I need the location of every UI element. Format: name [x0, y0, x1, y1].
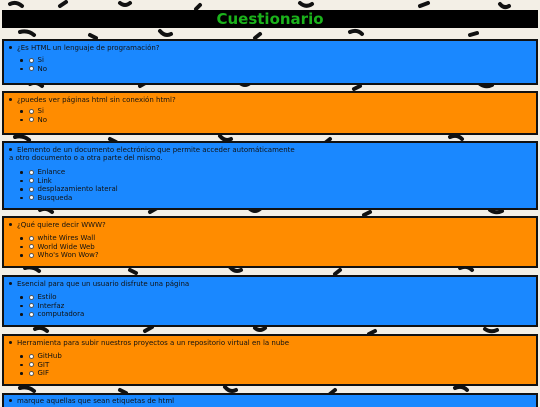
answer-option[interactable]: Who's Won Wow? — [20, 251, 99, 260]
option-label: Si — [37, 107, 44, 116]
radio-button[interactable] — [28, 353, 34, 359]
radio-button[interactable] — [28, 66, 34, 72]
bullet-icon — [9, 340, 12, 344]
option-label: computadora — [37, 310, 85, 319]
radio-button[interactable] — [28, 108, 34, 114]
bullet-icon — [20, 118, 23, 121]
option-label: Busqueda — [37, 193, 73, 202]
radio-button[interactable] — [28, 57, 34, 63]
bullet-icon — [20, 171, 23, 174]
question-card: ¿Es HTML un lenguaje de programación? Si… — [2, 39, 538, 85]
answer-option[interactable]: No — [20, 116, 47, 125]
bullet-icon — [20, 188, 23, 191]
answer-option[interactable]: desplazamiento lateral — [20, 185, 118, 194]
bullet-icon — [20, 179, 23, 182]
bullet-icon — [9, 222, 12, 226]
question-text: marque aquellas que sean etiquetas de ht… — [17, 397, 175, 405]
option-label: Enlance — [37, 168, 66, 177]
answer-option[interactable]: GIT — [20, 361, 62, 370]
question-card: Elemento de un documento electrónico que… — [2, 141, 538, 210]
bullet-icon — [20, 355, 23, 358]
question-text: Elemento de un documento electrónico que… — [9, 146, 295, 162]
option-label: Who's Won Wow? — [37, 251, 99, 260]
answer-option[interactable]: Link — [20, 177, 118, 186]
radio-button[interactable] — [28, 169, 34, 175]
option-label: World Wide Web — [37, 242, 95, 251]
bullet-icon — [9, 398, 12, 402]
radio-button[interactable] — [28, 311, 34, 317]
radio-button[interactable] — [28, 195, 34, 201]
answer-option[interactable]: Si — [20, 107, 47, 116]
question-card: ¿puedes ver páginas html sin conexión ht… — [2, 91, 538, 135]
bullet-icon — [20, 237, 23, 240]
radio-button[interactable] — [28, 303, 34, 309]
answer-option[interactable]: white Wires Wall — [20, 234, 99, 243]
bullet-icon — [20, 110, 23, 113]
options-list: Si No — [20, 107, 47, 124]
answer-option[interactable]: World Wide Web — [20, 243, 99, 252]
bullet-icon — [9, 281, 12, 285]
option-label: GitHub — [37, 352, 62, 361]
radio-button[interactable] — [28, 294, 34, 300]
answer-option[interactable]: Interfaz — [20, 302, 84, 311]
radio-button[interactable] — [28, 178, 34, 184]
bullet-icon — [20, 296, 23, 299]
option-label: Estilo — [37, 293, 57, 302]
option-label: Link — [37, 176, 52, 185]
bullet-icon — [20, 245, 23, 248]
radio-button[interactable] — [28, 186, 34, 192]
option-label: No — [37, 115, 48, 124]
bullet-icon — [9, 97, 12, 101]
radio-button[interactable] — [28, 244, 34, 250]
bullet-icon — [9, 147, 12, 151]
radio-button[interactable] — [28, 370, 34, 376]
bullet-icon — [20, 59, 23, 62]
radio-button[interactable] — [28, 362, 34, 368]
page-title: Cuestionario — [2, 10, 538, 28]
bullet-icon — [20, 254, 23, 257]
options-list: Si No — [20, 56, 47, 73]
bullet-icon — [20, 196, 23, 199]
question-card: Herramienta para subir nuestros proyecto… — [2, 334, 538, 386]
answer-option[interactable]: GIF — [20, 369, 62, 378]
bullet-icon — [20, 313, 23, 316]
answer-option[interactable]: No — [20, 65, 47, 74]
option-label: GIT — [37, 360, 50, 369]
radio-button[interactable] — [28, 252, 34, 258]
answer-option[interactable]: Si — [20, 56, 47, 65]
answer-option[interactable]: computadora — [20, 310, 84, 319]
options-list: Estilo Interfaz computadora — [20, 293, 84, 319]
options-list: Enlance Link desplazamiento lateral Busq… — [20, 168, 118, 202]
bullet-icon — [20, 304, 23, 307]
question-card: marque aquellas que sean etiquetas de ht… — [2, 393, 538, 407]
option-label: Interfaz — [37, 301, 65, 310]
option-label: GIF — [37, 369, 50, 378]
options-list: white Wires Wall World Wide Web Who's Wo… — [20, 234, 99, 260]
question-text: Esencial para que un usuario disfrute un… — [17, 280, 190, 288]
question-text: ¿Es HTML un lenguaje de programación? — [17, 44, 160, 52]
answer-option[interactable]: Busqueda — [20, 194, 118, 203]
option-label: white Wires Wall — [37, 234, 96, 243]
radio-button[interactable] — [28, 235, 34, 241]
answer-option[interactable]: Enlance — [20, 168, 118, 177]
bullet-icon — [9, 45, 12, 49]
option-label: No — [37, 64, 48, 73]
radio-button[interactable] — [28, 117, 34, 123]
options-list: GitHub GIT GIF — [20, 352, 62, 378]
bullet-icon — [20, 67, 23, 70]
option-label: desplazamiento lateral — [37, 185, 118, 194]
bullet-icon — [20, 372, 23, 375]
answer-option[interactable]: GitHub — [20, 352, 62, 361]
question-text: ¿puedes ver páginas html sin conexión ht… — [17, 96, 176, 104]
bullet-icon — [20, 363, 23, 366]
question-card: Esencial para que un usuario disfrute un… — [2, 275, 538, 327]
answer-option[interactable]: Estilo — [20, 293, 84, 302]
option-label: Si — [37, 56, 44, 65]
question-text: ¿Qué quiere decir WWW? — [17, 221, 106, 229]
question-text: Herramienta para subir nuestros proyecto… — [17, 339, 290, 347]
question-card: ¿Qué quiere decir WWW? white Wires Wall … — [2, 216, 538, 268]
